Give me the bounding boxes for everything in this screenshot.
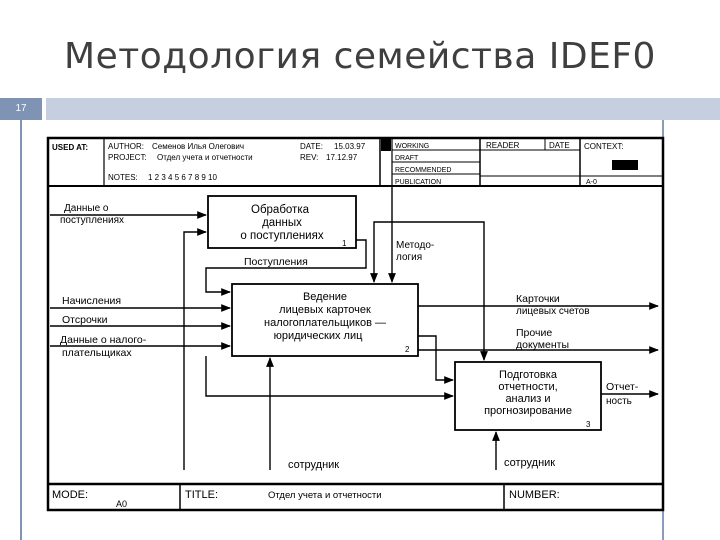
label-mechanism-1: сотрудник	[288, 459, 339, 471]
date-label: DATE:	[300, 142, 323, 151]
footer-title-value: Отдел учета и отчетности	[268, 490, 382, 501]
footer-mode-value: A0	[116, 499, 127, 509]
left-rule	[20, 120, 22, 540]
box3-line3: анализ и	[505, 393, 550, 405]
box2-number: 2	[405, 345, 410, 354]
box1-line3: о поступлениях	[240, 230, 323, 242]
activity-box-2	[231, 283, 419, 357]
label-output-documents-1: Прочие	[516, 327, 552, 339]
label-mechanism-2: сотрудник	[504, 457, 555, 469]
date-value: 15.03.97	[334, 142, 366, 151]
box2-line4: юридических лиц	[274, 330, 364, 342]
slide-number: 17	[0, 98, 42, 120]
arrow-box2-to-box3	[418, 335, 454, 384]
label-output-cards-1: Карточки	[516, 293, 560, 305]
label-control-methodology-2: логия	[396, 252, 422, 263]
notes-value: 1 2 3 4 5 6 7 8 9 10	[148, 173, 217, 182]
status-marker	[381, 139, 391, 151]
project-label: PROJECT:	[108, 153, 147, 162]
context-marker	[612, 160, 638, 170]
frame-border	[46, 136, 665, 512]
author-value: Семенов Илья Олегович	[152, 142, 244, 151]
label-input-receipts-1: Данные о	[64, 203, 109, 214]
reader-label: READER	[486, 141, 520, 150]
footer-number-label: NUMBER:	[509, 489, 560, 501]
header-bar	[46, 98, 720, 120]
page-title: Методология семейства IDEF0	[64, 36, 656, 77]
label-output-cards-2: лицевых счетов	[516, 306, 590, 317]
box3-line2: отчетности,	[498, 381, 557, 393]
status-recommended: RECOMMENDED	[395, 167, 451, 174]
box2-line3: налогоплательщиков —	[264, 317, 386, 329]
context-label: CONTEXT:	[584, 142, 624, 151]
node-label: A-0	[586, 179, 597, 186]
footer-mode-label: MODE:	[52, 489, 88, 501]
arrow-feedback-box1	[183, 228, 207, 470]
project-value: Отдел учета и отчетности	[157, 153, 253, 162]
status-draft: DRAFT	[395, 155, 419, 162]
footer-title-label: TITLE:	[185, 489, 218, 501]
activity-box-3	[454, 361, 602, 431]
arrow-flow-receipts	[205, 239, 367, 296]
arrow-control-branch-box1	[370, 221, 392, 283]
label-output-documents-2: документы	[516, 339, 569, 351]
box3-line4: прогнозирование	[484, 405, 572, 417]
rev-label: REV:	[300, 153, 318, 162]
status-working: WORKING	[395, 143, 429, 150]
reader-date-label: DATE	[549, 141, 570, 150]
box1-line2: данных	[262, 217, 302, 229]
footer-grid	[48, 482, 663, 510]
box2-line2: лицевых карточек	[279, 304, 371, 316]
box3-line1: Подготовка	[499, 369, 558, 381]
header-grid	[48, 138, 663, 187]
diagram-arrows	[50, 186, 659, 470]
label-input-deferrals: Отсрочки	[62, 314, 108, 326]
box2-line1: Ведение	[303, 291, 347, 303]
box1-line1: Обработка	[251, 204, 310, 216]
label-input-accruals: Начисления	[62, 295, 121, 307]
used-at-label: USED AT:	[52, 143, 88, 152]
rev-value: 17.12.97	[326, 153, 358, 162]
label-control-methodology-1: Методо-	[396, 240, 434, 251]
box3-number: 3	[586, 420, 591, 429]
box1-number: 1	[342, 239, 347, 248]
arrow-box2-bottom-to-box3	[205, 356, 454, 400]
label-output-reporting-1: Отчет-	[606, 381, 639, 393]
notes-label: NOTES:	[108, 173, 138, 182]
arrow-control-branch-box3	[392, 221, 488, 361]
status-publication: PUBLICATION	[395, 179, 441, 186]
author-label: AUTHOR:	[108, 142, 144, 151]
label-input-taxpayers-2: плательщиках	[62, 347, 132, 359]
activity-box-1	[207, 195, 357, 249]
label-input-receipts-2: поступлениях	[60, 215, 124, 226]
label-output-reporting-2: ность	[606, 396, 632, 407]
label-flow-receipts: Поступления	[244, 256, 308, 268]
label-input-taxpayers-1: Данные о налого-	[60, 334, 147, 346]
